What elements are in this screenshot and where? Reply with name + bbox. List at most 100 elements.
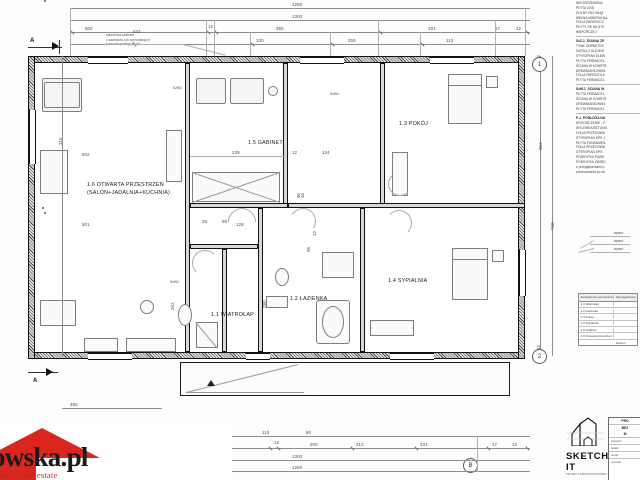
room-schedule-header-name: Zestawienie pomieszczeń <box>580 295 615 300</box>
partition-wall-hall-east <box>222 249 227 352</box>
dim-top-12b: 12 <box>516 26 522 31</box>
partition-wall-west-corridor <box>185 63 190 352</box>
fixture-sink <box>266 296 288 308</box>
furniture-pillow-sypialnia <box>452 248 488 260</box>
window-north-1 <box>88 57 128 64</box>
spec-line: PŁYTY GK NA STE <box>576 25 605 30</box>
dim-int-12b: 12 <box>312 230 317 236</box>
grid-bubble-2: 2 <box>532 349 547 364</box>
window-east-1 <box>519 250 526 296</box>
fixture-wc-wiatrolap <box>178 304 192 326</box>
section-marker-a-top: A <box>30 38 35 44</box>
ref-szw-top: SzW1 <box>173 86 183 90</box>
dim-left-501: 501 <box>82 222 90 227</box>
furniture-kitchen-counter <box>40 300 76 326</box>
dim-left-316: 316 <box>58 137 63 145</box>
spec-line: ŚCIANA W KONSTR <box>576 63 607 68</box>
title-block-line1: PRO <box>621 419 629 423</box>
dim-int-262: 262 <box>170 302 175 310</box>
dim-bot-17: 17 <box>492 442 498 447</box>
dim-bot-212: 212 <box>356 442 364 447</box>
room-schedule-row-name: 1.4 Sypialnia <box>579 321 615 326</box>
spec-line: WEŁNA MINERALNA <box>576 15 608 20</box>
terrace-level-marker <box>207 380 215 386</box>
agency-name: owska.pl <box>0 442 88 472</box>
spec-line: STYROPIAN EPS 1 <box>576 135 606 140</box>
room-label-sypialnia: 1.4 SYPIALNIA <box>388 278 428 284</box>
sketchit-name: SKETCH IT <box>566 451 609 473</box>
terrace-outline <box>180 362 510 396</box>
house-icon <box>566 417 604 447</box>
spec-line: WSPORCZEJ <box>576 30 597 35</box>
agency-watermark: owska.pl ilien ● real estate <box>0 422 232 480</box>
agency-tagline-left: ilien <box>0 470 11 480</box>
dim-top-17: 17 <box>495 26 501 31</box>
spec-line: z przegłębieniami p <box>576 164 605 169</box>
spec-line: FOLIA PRZECIWWI <box>576 145 606 150</box>
window-north-3 <box>430 57 474 64</box>
dim-int-134: 134 <box>322 150 330 155</box>
logo-block-icon <box>0 456 36 480</box>
partition-wall-bath-west <box>258 208 263 352</box>
room-schedule-table: Zestawienie pomieszczeń Wymagalności 1.1… <box>578 293 638 347</box>
dim-bot-12c: 12 <box>512 442 518 447</box>
spec-line: NIEOGRZEWANA <box>576 1 603 5</box>
dim-int-280: 280 <box>262 300 267 308</box>
table-row: 1.2 Łazienka <box>579 308 637 315</box>
window-south-2 <box>390 353 434 360</box>
roof-icon <box>0 428 100 458</box>
callout-3: wyrzut <box>614 247 624 251</box>
dim-top-1300: 1300 <box>292 14 303 19</box>
partition-wall-mid-east <box>288 203 525 208</box>
title-block-row-obiekt: obiekt <box>609 444 640 451</box>
furniture-nightstand-pokoj <box>486 76 498 88</box>
table-row: 1.4 Sypialnia <box>579 321 637 328</box>
room-schedule-header-value: Wymagalności <box>615 295 636 300</box>
furniture-pillow-pokoj <box>448 74 482 86</box>
dim-line-top-3 <box>70 32 530 33</box>
dim-top-365: 365 <box>276 26 284 31</box>
partition-wall-hall-north <box>190 244 258 249</box>
partition-wall-gabinet-east <box>283 63 288 208</box>
spec-line: WYKOŃCZENIE - P <box>576 121 606 126</box>
ref-szw-mid: SzW1 <box>330 92 340 96</box>
fixture-bathtub <box>322 252 354 278</box>
dim-line-top-2 <box>70 20 530 21</box>
dim-top-1260: 1260 <box>292 2 303 7</box>
spec-line: SIATKA Z KLEJEM <box>576 49 604 54</box>
dim-bot-480: 480 <box>70 402 78 407</box>
section-arrow-bottom <box>46 368 53 376</box>
door-swing-sypialnia <box>386 210 412 236</box>
dim-right-738: 738 <box>550 222 555 230</box>
furniture-cabinet-run <box>126 338 176 352</box>
spec-line: ŚCIANA W KONSTR <box>576 97 607 102</box>
spec-line: SzZ-1_ŚCIANA ZE <box>576 36 640 44</box>
spec-line: przemarzania po ob <box>576 169 606 174</box>
spec-line: PŁYTA FERMACEL <box>576 78 605 83</box>
grid-bubble-1: 1 <box>532 57 547 72</box>
spec-line: SzW-1_ŚCIANA W <box>576 84 640 92</box>
dim-top-130: 130 <box>256 38 264 43</box>
title-block: PRO BEZ M inwestor obiekt temat rysunek <box>608 417 640 480</box>
fixture-shower-tray <box>322 306 344 338</box>
spec-line: PŁYTA FERMACEL <box>576 106 605 111</box>
room-label-open-space: 1.6 OTWARTA PRZESTRZEŃ (SALON+JADALNIA+K… <box>87 182 170 196</box>
furniture-armchair-gabinet <box>196 78 226 104</box>
door-swing-wiatrolap <box>192 250 218 276</box>
dim-top-255: 255 <box>348 38 356 43</box>
dim-bot-12b: 12 <box>274 440 280 445</box>
window-north-2 <box>300 57 344 64</box>
spec-line: FOLIA PAROIZOLA <box>576 73 605 78</box>
dim-bot-1300: 1300 <box>292 454 303 459</box>
room-schedule-row-name: 1.2 Łazienka <box>579 308 615 313</box>
room-label-lazienka: 1.2 ŁAZIENKA <box>290 296 328 302</box>
spec-line: FOLIA PRZECIWWI <box>576 130 606 135</box>
table-row: 1.6 Otwarta przestrzeń <box>579 333 637 340</box>
dim-top-331: 331 <box>428 26 436 31</box>
partition-wall-bath-east <box>360 208 365 352</box>
dim-line-top-4 <box>70 44 530 45</box>
dim-line-top-1 <box>70 8 530 9</box>
furniture-nightstand-sypialnia <box>492 250 504 262</box>
